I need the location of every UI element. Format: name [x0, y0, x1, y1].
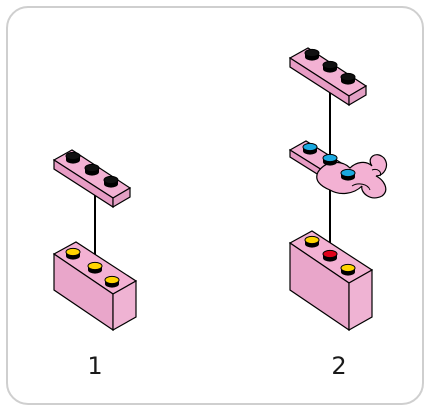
step-2-number: 2 — [331, 352, 347, 380]
step-2-plate-1x3 — [288, 47, 368, 107]
stud-yellow — [104, 275, 120, 288]
step-1-assembly — [52, 149, 138, 332]
step-2-brick — [288, 230, 374, 332]
stud-red-connector — [322, 249, 338, 262]
step-1-brick — [52, 241, 138, 332]
stud-cyan — [302, 142, 318, 155]
stud-yellow — [304, 235, 320, 248]
step-2-hinge-plate — [288, 140, 388, 199]
stud-yellow — [65, 247, 81, 260]
stud-cyan-connector — [322, 153, 338, 166]
stud-yellow — [340, 263, 356, 276]
stud-yellow-connector — [87, 261, 103, 274]
step-1-number: 1 — [87, 352, 103, 380]
stud-cyan — [340, 168, 356, 181]
instruction-panel — [6, 6, 424, 405]
step-2-assembly — [288, 47, 388, 332]
step-1-plate-1x3 — [52, 149, 132, 209]
